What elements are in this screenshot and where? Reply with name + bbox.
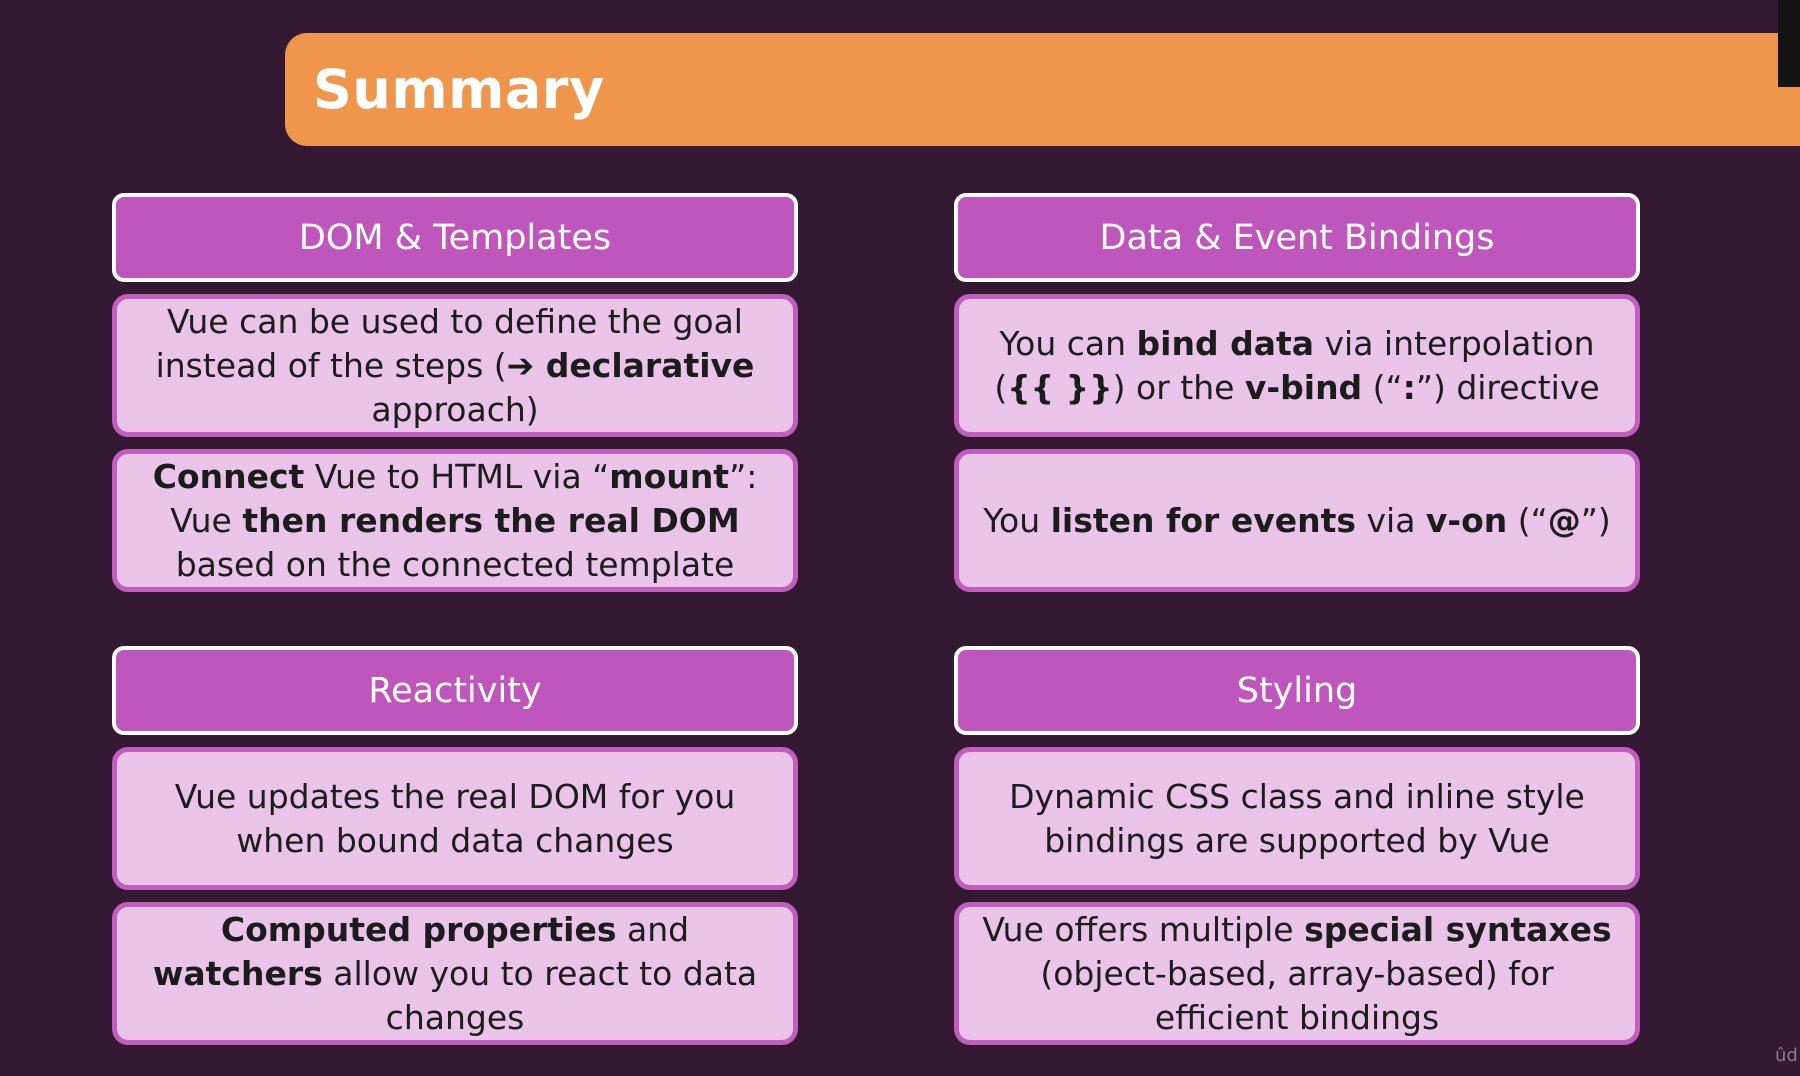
title-bar: Summary — [285, 33, 1800, 146]
section-data-event-bindings: Data & Event Bindings You can bind data … — [954, 193, 1640, 592]
card-text: Vue can be used to define the goal inste… — [155, 301, 755, 429]
section-header-reactivity: Reactivity — [112, 646, 798, 735]
section-reactivity: Reactivity Vue updates the real DOM for … — [112, 646, 798, 1045]
card-text: Connect Vue to HTML via “mount”: Vue the… — [152, 456, 758, 584]
card-text: You can bind data via interpolation ({{ … — [994, 323, 1600, 407]
card-mount: Connect Vue to HTML via “mount”: Vue the… — [112, 449, 798, 592]
card-listen-events: You listen for events via v-on (“@”) — [954, 449, 1640, 592]
corner-block — [1778, 0, 1800, 87]
card-dom-updates: Vue updates the real DOM for you when bo… — [112, 747, 798, 890]
watermark-logo: ûd — [1775, 1045, 1798, 1066]
card-text: Computed properties and watchers allow y… — [152, 909, 758, 1037]
section-header-dom-templates: DOM & Templates — [112, 193, 798, 282]
section-styling: Styling Dynamic CSS class and inline sty… — [954, 646, 1640, 1045]
card-text: Dynamic CSS class and inline style bindi… — [1009, 776, 1585, 860]
section-dom-templates: DOM & Templates Vue can be used to defin… — [112, 193, 798, 592]
card-text: You listen for events via v-on (“@”) — [983, 500, 1611, 540]
card-special-syntaxes: Vue offers multiple special syntaxes (ob… — [954, 902, 1640, 1045]
section-header-data-event-bindings: Data & Event Bindings — [954, 193, 1640, 282]
card-dynamic-css: Dynamic CSS class and inline style bindi… — [954, 747, 1640, 890]
card-bind-data: You can bind data via interpolation ({{ … — [954, 294, 1640, 437]
card-text: Vue updates the real DOM for you when bo… — [174, 776, 736, 860]
card-declarative: Vue can be used to define the goal inste… — [112, 294, 798, 437]
card-text: Vue offers multiple special syntaxes (ob… — [982, 909, 1612, 1037]
section-header-styling: Styling — [954, 646, 1640, 735]
card-computed-watchers: Computed properties and watchers allow y… — [112, 902, 798, 1045]
page-title: Summary — [313, 58, 605, 121]
